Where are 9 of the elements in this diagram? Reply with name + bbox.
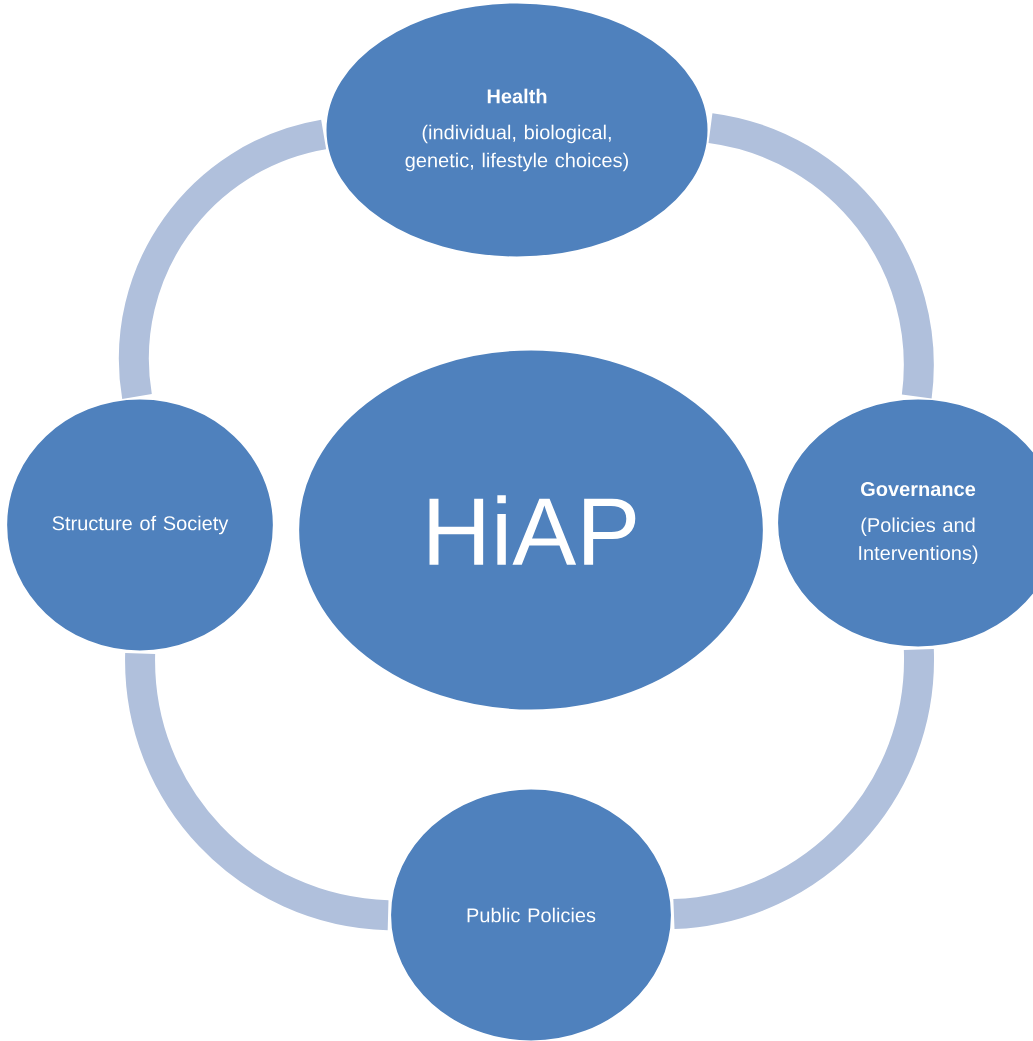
circle-node: HiAP bbox=[296, 347, 766, 713]
circle-node: Public Policies bbox=[388, 786, 674, 1041]
circle-node: Governance (Policies and Interventions) bbox=[775, 396, 1033, 650]
circle-node: Structure of Society bbox=[4, 396, 276, 654]
ring-segment bbox=[125, 652, 390, 931]
ring-segment bbox=[707, 113, 934, 398]
ring-segment bbox=[119, 119, 328, 398]
ellipse-node: Health (individual, biological, genetic, lifestyle choices) bbox=[323, 0, 711, 260]
ring-segment bbox=[672, 649, 934, 929]
